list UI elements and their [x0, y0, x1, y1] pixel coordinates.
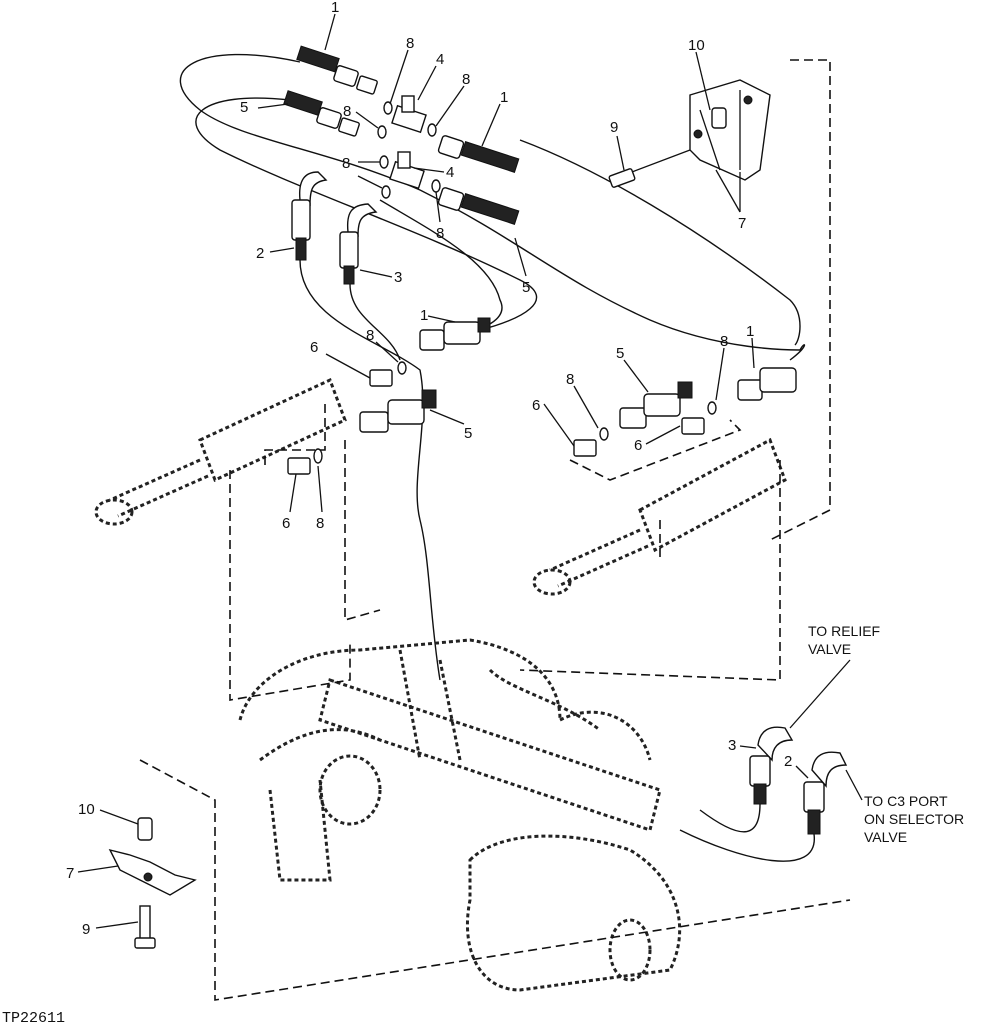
callout-hose-1: 1 — [331, 0, 339, 16]
mid-right-fittings — [573, 367, 797, 457]
hose-1-top — [296, 45, 378, 95]
callout-hose-1: 1 — [746, 323, 754, 340]
callout-tee-4: 4 — [446, 164, 454, 181]
tee-fitting-4-upper — [391, 95, 427, 134]
clamp-assembly-bottom — [108, 817, 197, 949]
callout-screw-9: 9 — [610, 119, 618, 136]
callout-fitting-6: 6 — [282, 515, 290, 532]
o-rings-top — [377, 101, 441, 199]
callout-tee-4: 4 — [436, 51, 444, 68]
callout-fitting-6: 6 — [310, 339, 318, 356]
note-relief-line1: TO RELIEF — [808, 623, 880, 639]
figure-id: TP22611 — [2, 1010, 65, 1027]
elbow-hose-3-upper — [339, 203, 378, 285]
left-cylinder — [94, 377, 347, 526]
note-relief-line2: VALVE — [808, 641, 851, 657]
callout-oring-8: 8 — [566, 371, 574, 388]
callout-hose-1: 1 — [500, 89, 508, 106]
callout-oring-8: 8 — [316, 515, 324, 532]
callout-oring-8: 8 — [462, 71, 470, 88]
note-c3-line2: ON SELECTOR — [864, 811, 964, 827]
callout-hose-5: 5 — [522, 279, 530, 296]
elbow-hose-2-upper — [291, 171, 328, 261]
callout-hose-5: 5 — [240, 99, 248, 116]
callout-spacer-10: 10 — [78, 801, 95, 818]
callout-screw-9: 9 — [82, 921, 90, 938]
phantom-lines — [139, 59, 851, 1001]
callout-hose-5: 5 — [464, 425, 472, 442]
machine-frame — [238, 638, 682, 992]
callout-oring-8: 8 — [366, 327, 374, 344]
callouts: 1 5 8 8 4 8 1 8 4 8 5 2 3 1 8 6 5 6 8 5 … — [66, 0, 792, 938]
callout-clamp-7: 7 — [66, 865, 74, 882]
hose-1-right — [437, 135, 520, 173]
note-c3-line3: VALVE — [864, 829, 907, 845]
callout-hose-2: 2 — [784, 753, 792, 770]
callout-spacer-10: 10 — [688, 37, 705, 54]
tee-fitting-4-lower — [389, 151, 425, 190]
callout-fitting-6: 6 — [532, 397, 540, 414]
callout-clamp-7: 7 — [738, 215, 746, 232]
callout-oring-8: 8 — [720, 333, 728, 350]
callout-oring-8: 8 — [436, 225, 444, 242]
callout-hose-1: 1 — [420, 307, 428, 324]
c3-port-elbow-2 — [679, 751, 848, 862]
callout-oring-8: 8 — [342, 155, 350, 172]
relief-valve-elbow-3 — [699, 726, 794, 833]
mid-left-fittings — [287, 317, 491, 475]
callout-hose-5: 5 — [616, 345, 624, 362]
callout-fitting-6: 6 — [634, 437, 642, 454]
notes: TO RELIEF VALVE TO C3 PORT ON SELECTOR V… — [808, 623, 964, 845]
note-c3-line1: TO C3 PORT — [864, 793, 948, 809]
right-cylinder — [532, 437, 787, 596]
callout-hose-3: 3 — [728, 737, 736, 754]
leader-lines — [77, 13, 863, 929]
callout-oring-8: 8 — [406, 35, 414, 52]
callout-hose-3: 3 — [394, 269, 402, 286]
callout-oring-8: 8 — [343, 103, 351, 120]
hose-5-right — [437, 187, 520, 225]
callout-hose-2: 2 — [256, 245, 264, 262]
clamp-assembly-top — [608, 79, 771, 188]
hose-5-top — [283, 90, 360, 137]
